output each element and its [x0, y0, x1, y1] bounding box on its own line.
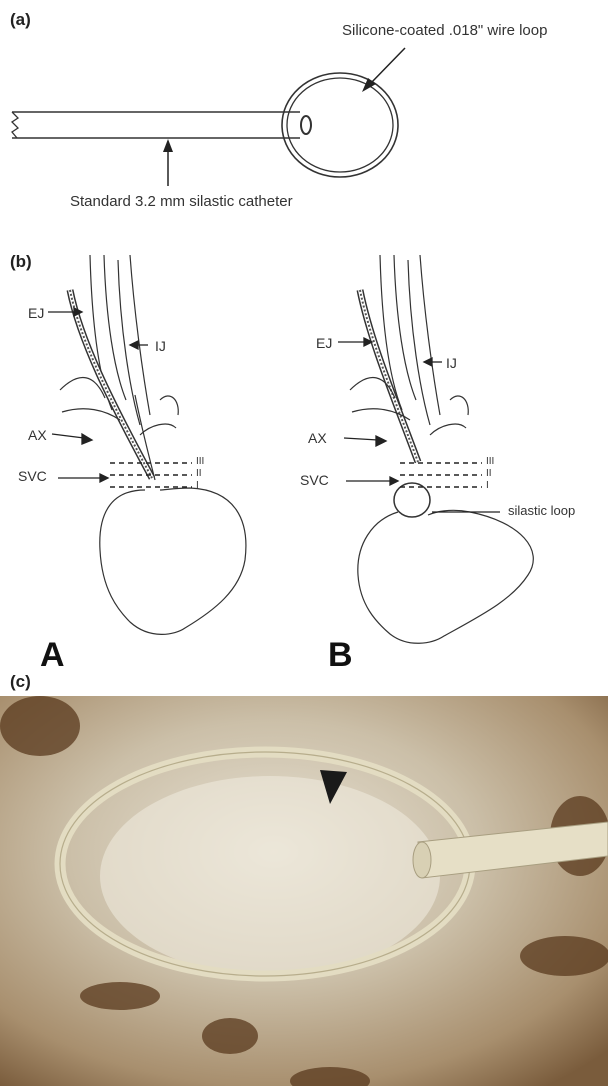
diagram-b	[350, 255, 533, 643]
diagram-b-arrows	[338, 338, 500, 512]
label-svc-a: SVC	[18, 468, 47, 484]
level-b-1: I	[486, 480, 489, 491]
loop-arrow	[362, 48, 405, 92]
specimen-photo	[0, 696, 608, 1086]
label-ij-b: IJ	[446, 355, 457, 371]
diagram-a	[60, 255, 246, 634]
level-b-3: III	[486, 456, 494, 467]
level-a-1: I	[196, 480, 199, 491]
diagram-b-letter: B	[328, 636, 353, 675]
catheter-arrow	[163, 139, 173, 186]
catheter-tube	[12, 112, 311, 138]
svc-diagrams	[0, 250, 608, 650]
label-ej-b: EJ	[316, 335, 332, 351]
wire-loop-label: Silicone-coated .018" wire loop	[342, 22, 547, 39]
wire-loop	[282, 73, 398, 177]
label-svc-b: SVC	[300, 472, 329, 488]
panel-c-label: (c)	[10, 672, 31, 692]
label-ij-a: IJ	[155, 338, 166, 354]
level-a-3: III	[196, 456, 204, 467]
label-ax-a: AX	[28, 427, 47, 443]
level-b-2: II	[486, 468, 492, 479]
silastic-loop-label: silastic loop	[508, 503, 575, 518]
level-a-2: II	[196, 468, 202, 479]
catheter-label: Standard 3.2 mm silastic catheter	[70, 193, 293, 210]
diagram-a-letter: A	[40, 636, 65, 675]
label-ej-a: EJ	[28, 305, 44, 321]
label-ax-b: AX	[308, 430, 327, 446]
